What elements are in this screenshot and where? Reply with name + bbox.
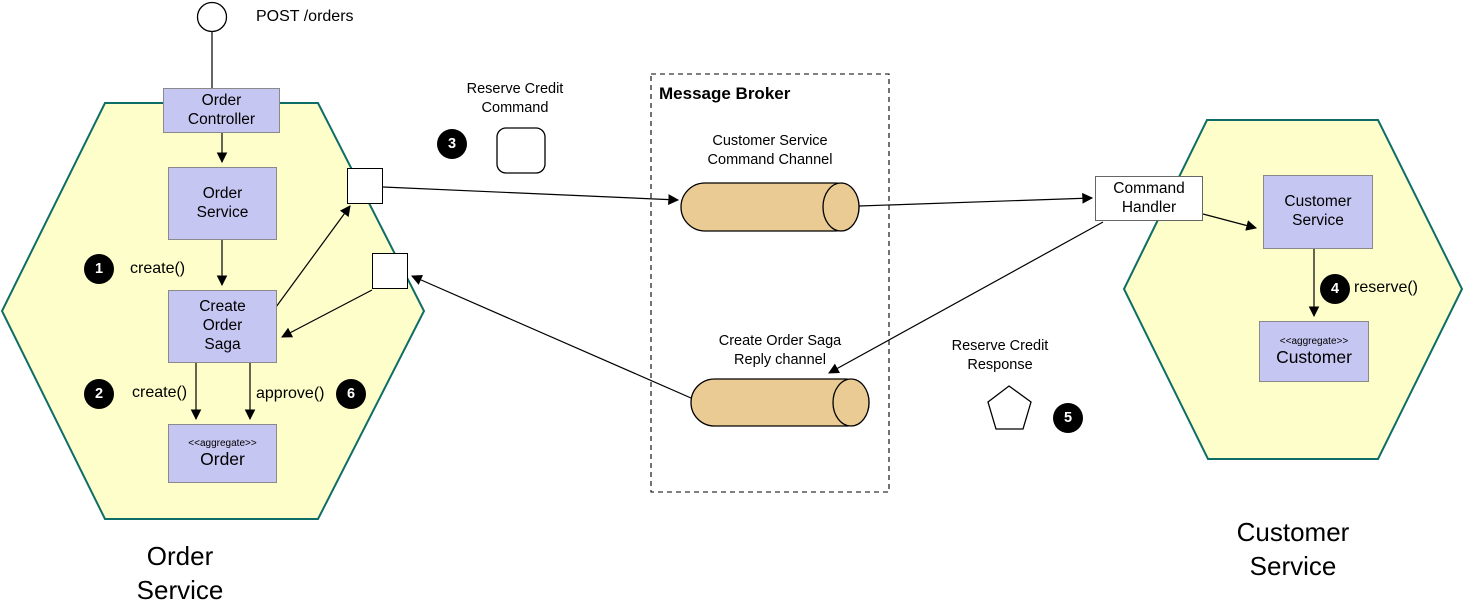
step-4-badge: 4 — [1320, 274, 1350, 304]
step-2-label: create() — [132, 384, 188, 401]
reply-channel-cylinder-icon — [690, 378, 870, 427]
command-handler-box: Command Handler — [1095, 176, 1203, 221]
customer-aggregate-stereotype: <<aggregate>> — [1279, 336, 1349, 348]
step-4-label: reserve() — [1354, 279, 1419, 296]
reserve-credit-response-label: Reserve Credit Response — [951, 338, 1049, 373]
order-hexagon-name: Order Service — [136, 541, 224, 605]
arrow-reply-port-to-saga — [281, 289, 373, 338]
step-6-badge: 6 — [336, 379, 366, 409]
customer-aggregate-box: <<aggregate>> Customer — [1259, 321, 1369, 382]
message-broker-boundary — [650, 73, 890, 493]
command-message-icon — [496, 127, 546, 174]
customer-service-hexagon — [1122, 119, 1464, 460]
order-service-box: Order Service — [168, 167, 277, 240]
command-channel-label: Customer Service Command Channel — [707, 133, 833, 168]
arrow-handler-to-reply-channel — [828, 221, 1104, 374]
actor-circle-icon — [196, 1, 228, 33]
post-orders-label: POST /orders — [256, 8, 354, 25]
customer-aggregate-name: Customer — [1276, 347, 1352, 368]
arrow-reply-channel-to-port — [411, 274, 692, 399]
step-3-badge: 3 — [437, 129, 467, 159]
arrow-command-channel-to-handler — [858, 192, 1094, 207]
order-aggregate-stereotype: <<aggregate>> — [188, 438, 257, 450]
reserve-credit-command-label: Reserve Credit Command — [466, 81, 564, 116]
arrow-saga-to-command-port — [275, 205, 351, 308]
order-controller-box: Order Controller — [163, 88, 280, 133]
reply-in-port — [372, 253, 408, 289]
command-out-port — [347, 168, 383, 204]
arrow-port-to-command-channel — [382, 186, 680, 205]
step-1-badge: 1 — [84, 254, 114, 284]
customer-service-box: Customer Service — [1263, 175, 1373, 249]
response-message-icon — [987, 385, 1032, 430]
step-2-badge: 2 — [84, 379, 114, 409]
message-broker-title: Message Broker — [659, 84, 791, 103]
arrow-handler-to-customer-service — [1202, 213, 1258, 231]
customer-hexagon-name: Customer Service — [1236, 517, 1350, 581]
create-order-saga-box: Create Order Saga — [168, 290, 277, 363]
order-aggregate-name: Order — [200, 449, 245, 470]
step-1-label: create() — [130, 260, 186, 277]
command-channel-cylinder-icon — [680, 182, 860, 232]
step-5-badge: 5 — [1053, 403, 1083, 433]
step-6-label: approve() — [256, 385, 325, 402]
reply-channel-label: Create Order Saga Reply channel — [718, 333, 842, 368]
order-aggregate-box: <<aggregate>> Order — [168, 424, 277, 483]
